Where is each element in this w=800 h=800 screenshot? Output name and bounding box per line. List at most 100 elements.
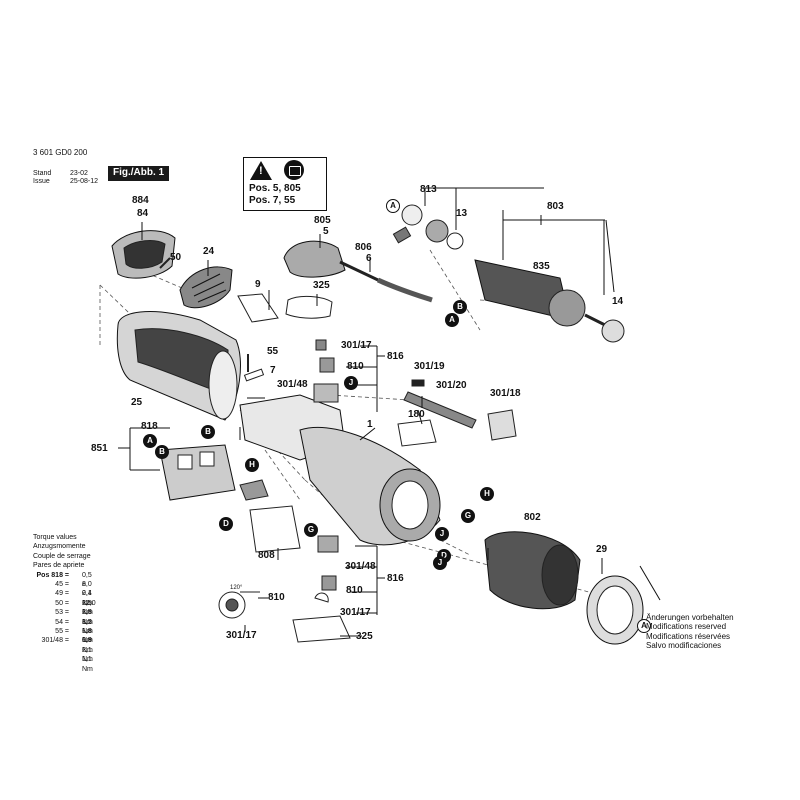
callout-circle: G [461,509,475,523]
part-label: 13 [456,208,468,219]
part-label: 301/48 [277,379,308,390]
part-851-switch [159,444,269,501]
torque-value: 1,5 - 1,8 Nm [82,609,93,645]
part-label: 301/17 [341,340,372,351]
part-label: 810 [268,592,285,603]
part-label: 325 [313,280,330,291]
part-label: 806 [355,242,372,253]
callout-circle: D [219,517,233,531]
issue-label: Issue [33,178,50,185]
callout-circle: A [637,619,651,633]
modifications-line: Salvo modificaciones [646,640,722,650]
torque-pos: 301/48 = [41,637,69,645]
part-884-cover [111,230,176,279]
part-label: 301/19 [414,361,445,372]
callout-circle: A [386,199,400,213]
torque-value: 8,0 - 12,0 Nm [82,581,96,617]
torque-pos: 50 = [55,599,69,607]
torque-title-line: Torque values [33,534,77,541]
warning-box: Pos. 5, 805 Pos. 7, 55 [243,157,327,211]
part-label: 180 [408,409,425,420]
callout-circle: B [155,445,169,459]
callout-circle: J [433,556,447,570]
torque-value: 0,9 - 1,1 Nm [82,637,93,673]
modifications-notice: Änderungen vorbehalten Modifications res… [646,613,734,650]
part-label: 7 [270,365,276,376]
part-label: 50 [170,252,182,263]
callout-circle: J [344,376,358,390]
part-label: 325 [356,631,373,642]
torque-row: 50 = 2,5 - 3,2 Nm [33,599,93,635]
part-label: 808 [258,550,275,561]
torque-pos: 55 = [55,627,69,635]
part-label: 802 [524,512,541,523]
torque-pos: 49 = [55,590,69,598]
torque-title-line: Pares de apriete [33,562,85,570]
torque-pos: 45 = [55,581,69,589]
torque-row: 53 = 1,5 - 1,8 Nm [33,608,93,644]
part-802-field [484,531,581,610]
part-number: 3 601 GD0 200 [33,148,88,157]
part-label: 6 [366,253,372,264]
callout-circle: A [143,434,157,448]
part-label: 24 [203,246,215,257]
part-label: 5 [323,226,329,237]
read-manual-icon [284,160,304,180]
part-label: 301/48 [345,561,376,572]
torque-row: 55 = 1,8 - 2,1 Nm [33,627,93,663]
torque-value: 2,4 - 2,8 Nm [82,590,93,626]
part-label: 301/18 [490,388,521,399]
part-label: 14 [612,296,624,307]
callout-circle: G [304,523,318,537]
part-label: 810 [347,361,364,372]
part-label: 813 [420,184,437,195]
part-25-housing [116,311,241,421]
warning-triangle-icon [250,161,272,180]
torque-pos: Pos 818 = [36,571,70,579]
part-label: 803 [547,201,564,212]
part-1-frame [239,394,441,546]
modifications-line: Modifications réservées [646,631,731,641]
torque-row: 54 =1,5 - 1,8 Nm [33,618,93,654]
callout-circle: B [201,425,215,439]
part-label: 301/17 [226,630,257,641]
torque-row: 301/48 = 0,9 - 1,1 Nm [33,636,93,672]
torque-title-line: Couple de serrage [33,552,91,560]
part-label: 301/17 [340,607,371,618]
torque-title-line: Anzugsmomente [33,543,86,551]
part-label: 851 [91,443,108,454]
part-label: 805 [314,215,331,226]
stand-label: Stand [33,170,52,177]
part-label: 301/20 [436,380,467,391]
stand-value: 23-02 [70,170,88,177]
part-5-cable [283,240,433,303]
part-label: 818 [141,421,158,432]
torque-row: Pos 818 =0,5 ± 0,1 Nm [33,571,93,607]
modifications-line: Änderungen vorbehalten [646,613,734,622]
part-label: 29 [596,544,608,555]
warning-line-1: Pos. 5, 805 [249,183,301,194]
figure-label: Fig./Abb. 1 [108,166,170,181]
part-label: 884 [132,195,149,206]
part-label: 9 [255,279,261,290]
torque-table: Torque values Anzugsmomente Couple de se… [33,533,96,673]
part-label: 816 [387,351,404,362]
torque-pos: 54 = [55,618,69,626]
torque-value: 2,5 - 3,2 Nm [82,599,93,636]
angle-label: 120° [230,585,243,591]
torque-row: 45 = 8,0 - 12,0 Nm [33,580,95,616]
part-label: 835 [533,261,550,272]
part-24-cover [179,266,233,309]
part-label: 25 [131,397,143,408]
torque-row: 49 = 2,4 - 2,8 Nm [33,589,93,625]
callout-circle: H [245,458,259,472]
part-label: 1 [367,419,373,430]
torque-value: 1,8 - 2,1 Nm [82,627,93,664]
callout-circle: B [453,300,467,314]
part-label: 810 [346,585,363,596]
callout-circle: J [435,527,449,541]
part-label: 816 [387,573,404,584]
torque-pos: 53 = [55,609,69,617]
callout-circle: A [445,313,459,327]
